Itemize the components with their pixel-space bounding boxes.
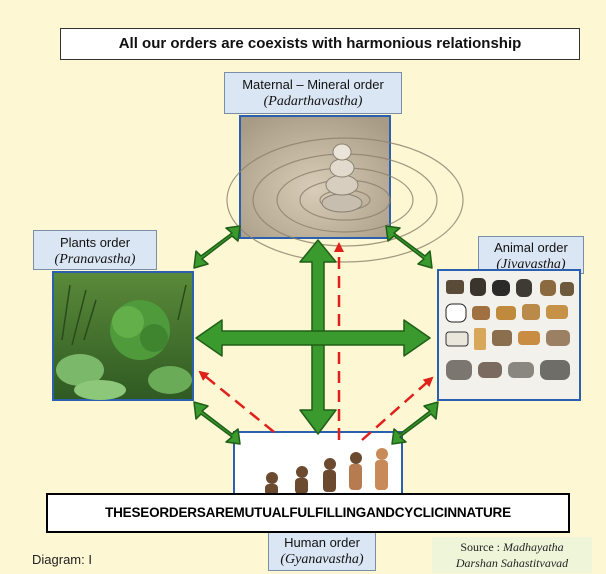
top-left-diagonal-arrow: [194, 226, 240, 268]
source-line2: Darshan Sahastitvavad: [456, 556, 568, 570]
zen-stones-image: [227, 116, 463, 262]
bottom-left-diagonal-arrow: [194, 402, 240, 444]
source-line1: Madhayatha: [503, 540, 564, 554]
source-prefix: Source :: [460, 540, 500, 554]
dashed-arrow-left: [200, 372, 274, 432]
plants-image: [53, 272, 193, 400]
source-credit: Source : Madhayatha Darshan Sahastitvava…: [432, 537, 592, 573]
diagram-number-label: Diagram: I: [32, 552, 92, 567]
mutual-fulfilling-banner: THESEORDERSAREMUTUALFULFILLINGANDCYCLICI…: [46, 493, 570, 533]
animals-image: [438, 270, 580, 400]
top-right-diagonal-arrow: [386, 226, 432, 268]
